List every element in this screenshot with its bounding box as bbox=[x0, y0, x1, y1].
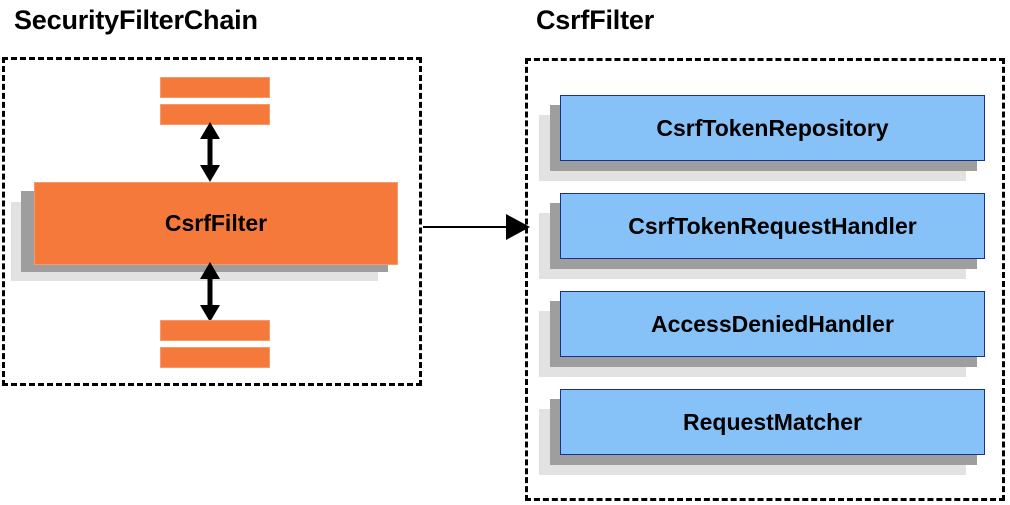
filter-bar-top-2 bbox=[160, 104, 270, 125]
page-title-security-filter-chain: SecurityFilterChain bbox=[14, 5, 258, 35]
component-csrf-filter-label: CsrfFilter bbox=[34, 182, 398, 265]
filter-bar-top-1 bbox=[160, 77, 270, 98]
panel-security-filter-chain bbox=[2, 57, 422, 386]
arrow-chain-to-filter-icon bbox=[423, 214, 530, 240]
component-label: AccessDeniedHandler bbox=[560, 291, 985, 357]
component-label: RequestMatcher bbox=[560, 389, 985, 455]
filter-bar-bottom-1 bbox=[160, 320, 270, 341]
filter-bar-bottom-2 bbox=[160, 347, 270, 368]
component-label: CsrfTokenRepository bbox=[560, 95, 985, 161]
arrow-up-down-top-icon bbox=[200, 122, 220, 182]
component-csrf-filter: CsrfFilter bbox=[0, 0, 420, 300]
panel-csrf-filter bbox=[525, 58, 1005, 501]
arrow-up-down-bottom-icon bbox=[200, 262, 220, 322]
component-label: CsrfTokenRequestHandler bbox=[560, 193, 985, 259]
page-title-csrf-filter: CsrfFilter bbox=[536, 5, 655, 35]
